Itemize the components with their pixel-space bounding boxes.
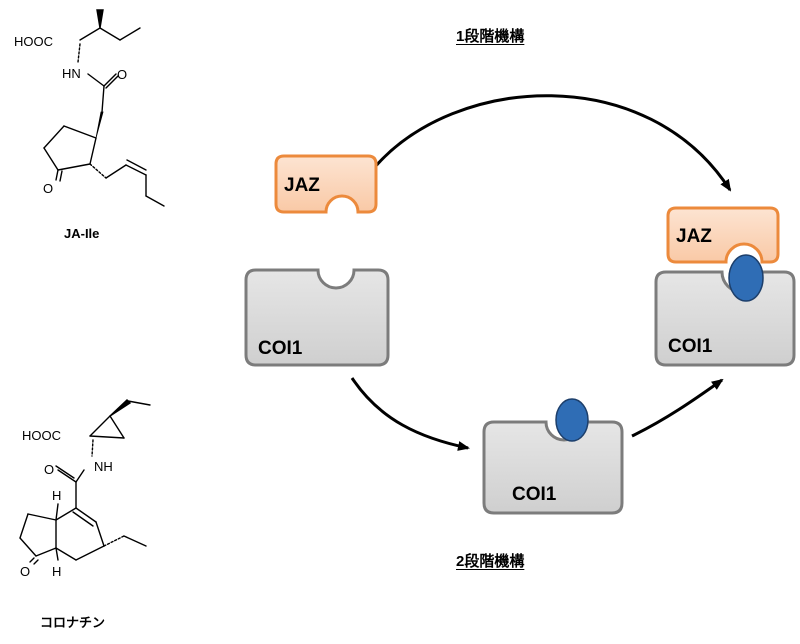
ja-ile-carbonyl (55, 169, 59, 181)
coronatine-bond (55, 465, 75, 479)
coi1-label-free: COI1 (258, 338, 303, 359)
coronatine-h-bond (55, 547, 59, 561)
ja-ile-amide-o-label: O (117, 67, 127, 82)
coronatine-ring-bond (95, 521, 105, 547)
ja-ile-ring-bond (63, 125, 97, 139)
coronatine-ring-bond (75, 507, 97, 523)
jaz-shape (274, 154, 378, 214)
coronatine-name: コロナチン (40, 615, 106, 630)
coronatine-ring-bond (89, 435, 125, 439)
coronatine-ring-bond (55, 507, 77, 521)
ja-ile-bond (105, 164, 127, 179)
coi1-label-intermediate: COI1 (512, 484, 557, 505)
ja-ile-bond (103, 73, 117, 87)
coronatine-ring-bond (19, 537, 37, 557)
jaz-label-complex: JAZ (676, 226, 712, 247)
coronatine-h-bond (55, 503, 59, 521)
coronatine-h-top-label: H (52, 488, 61, 503)
ligand-blob (728, 254, 764, 302)
ligand-blob (555, 398, 589, 442)
ja-ile-ring-bond (43, 147, 59, 171)
coi1-shape (654, 270, 796, 367)
ja-ile-hash-wedge (95, 111, 104, 139)
coronatine-carbonyl (29, 557, 35, 563)
coronatine-double-bond (72, 511, 94, 527)
ja-ile-bond (101, 85, 105, 113)
coronatine-h-bottom-label: H (52, 564, 61, 579)
coronatine-bond (123, 535, 147, 547)
coronatine-ketone-o-label: O (20, 564, 30, 579)
ja-ile-ketone-o-label: O (43, 181, 53, 196)
coronatine-hash-bond (103, 535, 125, 547)
ja-ile-hash-bond (77, 43, 81, 63)
ja-ile-bond (119, 27, 141, 41)
ja-ile-bond (145, 195, 165, 207)
ja-ile-bond (125, 164, 147, 176)
coi1-ligand-complex (482, 398, 624, 515)
one-step-arrow (372, 94, 732, 192)
jaz-shape (666, 206, 780, 264)
coronatine-carbonyl (33, 559, 39, 565)
ja-ile-name: JA-Ile (64, 226, 100, 241)
ja-ile-hooc-label: HOOC (14, 34, 53, 49)
ja-ile-double-bond (126, 159, 147, 171)
coronatine-bond (75, 469, 85, 483)
coi1-shape (244, 268, 390, 367)
ja-ile-ring-bond (57, 163, 91, 171)
jaz-protein-free (274, 154, 378, 214)
ja-ile-bond (99, 27, 121, 41)
two-step-arrow-first (350, 377, 470, 451)
ja-ile-bond (105, 75, 119, 89)
two-step-arrow-second (631, 378, 724, 438)
coronatine-wedge (109, 399, 132, 417)
two-step-mechanism-label: 2段階機構 (456, 553, 525, 570)
coronatine-ring-bond (27, 513, 57, 521)
coronatine-structure (19, 399, 151, 565)
coronatine-bond (127, 400, 151, 406)
coi1-protein-free (244, 268, 390, 367)
one-step-mechanism-label: 1段階機構 (456, 28, 525, 45)
coronatine-amide-o-label: O (44, 462, 54, 477)
coronatine-ring-bond (75, 545, 105, 561)
coronatine-nh-label: NH (94, 459, 113, 474)
ja-ile-ring-bond (89, 137, 97, 165)
coronatine-ring-bond (55, 547, 77, 561)
coronatine-ring-bond (35, 547, 57, 557)
ja-ile-carbonyl (59, 170, 63, 182)
ja-ile-structure (43, 9, 165, 207)
ja-ile-bond (87, 73, 105, 87)
coi1-label-complex: COI1 (668, 336, 713, 357)
coi1-shape (482, 420, 624, 515)
coronatine-bond (57, 469, 77, 483)
coronatine-ring-bond (109, 415, 125, 439)
coronatine-hooc-label: HOOC (22, 428, 61, 443)
coronatine-ring-bond (19, 513, 29, 539)
ja-ile-bond (79, 27, 101, 41)
ja-ile-hash-bond (89, 163, 107, 179)
jaz-label-free: JAZ (284, 175, 320, 196)
ternary-complex (654, 206, 796, 367)
coronatine-hash-bond (91, 439, 94, 457)
ja-ile-ring-bond (43, 125, 65, 149)
coronatine-ring-bond (89, 415, 111, 437)
ja-ile-nh-label: HN (62, 66, 81, 81)
ja-ile-wedge (96, 9, 104, 29)
